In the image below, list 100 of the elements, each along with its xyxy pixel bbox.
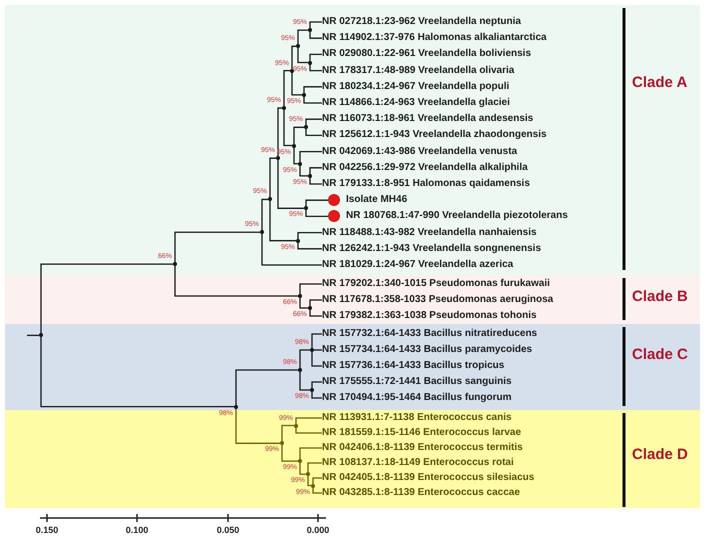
isolate-marker-dot (328, 210, 340, 222)
axis-tick-label: 0.150 (36, 525, 58, 536)
tree-branch (299, 164, 308, 177)
tree-branch (297, 240, 322, 250)
tree-branch (309, 21, 322, 30)
branch-point (308, 174, 312, 178)
isolate-marker-dot (328, 194, 340, 206)
taxon-label: NR 175555.1:72-1441 Bacillus sanguinis (322, 375, 512, 389)
clade-label: Clade B (632, 288, 688, 306)
taxon-label: NR 179202.1:340-1015 Pseudomonas furukawaii (322, 277, 550, 291)
branch-point (294, 424, 298, 428)
branch-point (292, 144, 296, 148)
branch-point (310, 348, 314, 352)
taxon-label: NR 042256.1:29-972 Vreelandella alkaliphila (322, 160, 528, 175)
tree-branch (295, 417, 322, 426)
tree-branch (283, 70, 290, 108)
clade-band (5, 275, 700, 324)
tree-branch (309, 176, 322, 185)
axis-tick-label: 0.100 (126, 525, 148, 536)
tree-branch (299, 150, 322, 164)
tree-branch (311, 349, 322, 351)
tree-branch (281, 424, 294, 444)
tree-branch (305, 208, 328, 218)
tree-branch (281, 443, 298, 462)
taxon-label: NR 180768.1:47-990 Vreelandella piezotolerans (346, 209, 568, 224)
tree-branch (261, 232, 322, 266)
tree-branch (299, 447, 322, 462)
tree-branch (297, 46, 308, 64)
tree-branch (235, 406, 280, 444)
tree-branch (297, 232, 322, 241)
branch-point (276, 156, 280, 160)
branch-point (290, 68, 294, 73)
taxon-label: NR 114902.1:37-976 Halomonas alkaliantarctica (322, 31, 547, 46)
branch-point (39, 333, 43, 338)
taxon-label: NR 113931.1:7-1138 Enterococcus canis (322, 411, 512, 425)
taxon-label: NR 157734.1:64-1433 Bacillus paramycoides (322, 343, 532, 357)
branch-point (282, 106, 286, 110)
tree-branch (27, 334, 39, 336)
branch-point (296, 44, 300, 48)
tree-branch (269, 199, 296, 242)
tree-branch (312, 486, 322, 494)
taxon-label: NR 042405.1:8-1139 Enterococcus silesiacus (322, 471, 534, 485)
taxon-label: NR 042406.1:8-1139 Enterococcus termitis (322, 441, 523, 455)
tree-branch (261, 198, 268, 232)
clade-label: Clade C (632, 346, 688, 364)
taxon-label: NR 108137.1:18-1149 Enterococcus rotai (322, 456, 514, 470)
branch-point (234, 404, 238, 409)
tree-branch (295, 426, 322, 434)
tree-branch (311, 390, 322, 399)
tree-branch (307, 474, 311, 486)
taxon-label: NR 170494.1:95-1464 Bacillus fungorum (322, 391, 512, 405)
branch-point (310, 388, 314, 392)
tree-branch (283, 108, 292, 146)
axis-tick-label: 0.000 (306, 525, 330, 536)
clade-label: Clade A (632, 74, 688, 92)
branch-point (306, 472, 310, 476)
branch-point (298, 162, 302, 166)
taxon-label: NR 027218.1:23-962 Vreelandella neptunia (322, 15, 521, 29)
tree-branch (299, 461, 306, 475)
taxon-label: NR 180234.1:24-967 Vreelandella populi (322, 80, 510, 94)
tree-branch (174, 264, 298, 297)
taxon-label: NR 157736.1:64-1433 Bacillus tropicus (322, 359, 504, 373)
branch-point (298, 459, 302, 464)
branch-point (268, 197, 272, 202)
tree-branch (305, 118, 322, 128)
tree-branch (293, 126, 304, 146)
taxon-label: Isolate MH46 (346, 193, 408, 208)
tree-branch (277, 107, 282, 158)
taxon-label: NR 181559.1:15-1146 Enterococcus larvae (322, 426, 522, 440)
tree-branch (312, 477, 322, 486)
tree-branch (291, 46, 296, 71)
tree-branch (299, 296, 308, 309)
tree-branch (297, 29, 308, 46)
branch-point (308, 28, 312, 32)
taxon-label: NR 029080.1:22-961 Vreelandella boliviensis (322, 47, 532, 62)
branch-point (302, 92, 306, 97)
clade-label: Clade D (632, 446, 688, 464)
branch-point (308, 306, 312, 310)
branch-point (280, 441, 284, 446)
branch-point (311, 484, 315, 488)
tree-branch (305, 200, 328, 208)
tree-branch (307, 462, 322, 474)
tree-branch (174, 232, 260, 264)
tree-branch (305, 127, 322, 136)
tree-branch (293, 146, 298, 164)
branch-point (304, 206, 308, 210)
tree-branch (311, 333, 322, 350)
taxon-label: NR 117678.1:358-1033 Pseudomonas aeruginosa (322, 293, 554, 307)
tree-branch (299, 283, 322, 296)
taxon-label: NR 118488.1:43-982 Vreelandella nanhaiensis (322, 226, 537, 240)
taxon-label: NR 043285.1:8-1139 Enterococcus caccae (322, 486, 520, 500)
tree-branch (309, 299, 322, 308)
branch-point (298, 294, 302, 298)
tree-branch (309, 30, 322, 39)
clade-band (5, 5, 700, 275)
axis-tick-label: 0.050 (216, 525, 240, 536)
tree-branch (309, 167, 322, 176)
tree-branch (40, 335, 234, 408)
taxon-label: NR 114866.1:24-963 Vreelandella glaciei (322, 96, 510, 110)
taxon-label: NR 126242.1:1-943 Vreelandella songnenensis (322, 242, 541, 256)
